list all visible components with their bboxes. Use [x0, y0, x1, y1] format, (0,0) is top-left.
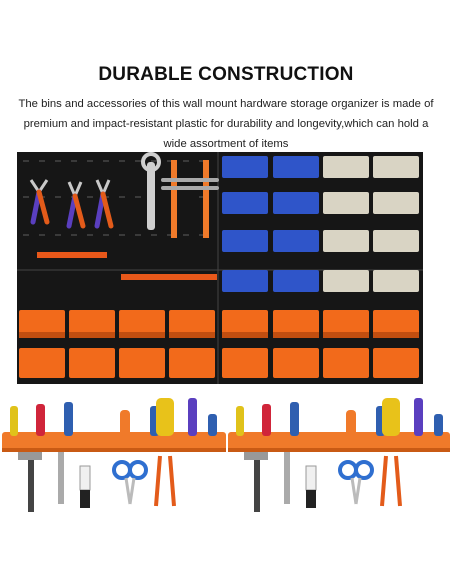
- headline: DURABLE CONSTRUCTION: [98, 64, 354, 85]
- drill-handle: [156, 398, 174, 436]
- screwdriver-icon: [10, 398, 217, 436]
- wrench-icon: [141, 152, 161, 230]
- tool-rack-left: [2, 398, 226, 512]
- blue-bins: [222, 156, 319, 292]
- tool-rack-photo: [2, 398, 450, 512]
- organizer-wall-photo: [17, 152, 423, 384]
- hammer-icon: [18, 452, 42, 512]
- brush-icon: [79, 465, 91, 508]
- description: The bins and accessories of this wall mo…: [18, 98, 434, 150]
- pegboard-background: [17, 152, 423, 384]
- tool-rack-right: [228, 398, 450, 512]
- scissors-icon: [112, 460, 148, 505]
- orange-bins: [19, 310, 419, 378]
- pliers-icon: [29, 179, 114, 229]
- beige-bins: [323, 156, 419, 292]
